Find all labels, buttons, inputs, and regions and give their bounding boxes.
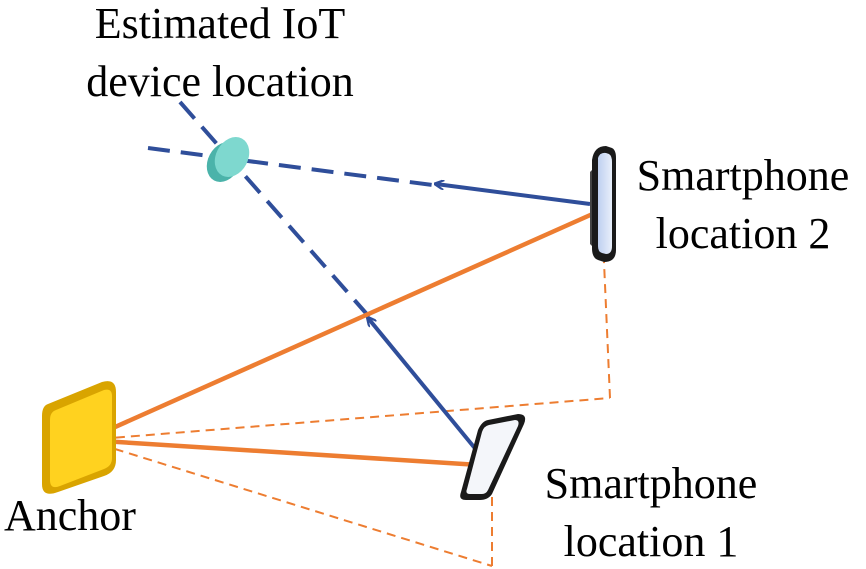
- arrow-phone2-to-iot: [436, 184, 591, 206]
- estimated-iot-label-line2: device location: [86, 57, 354, 106]
- smartphone-1-label-line2: location 1: [563, 517, 739, 566]
- anchor-label: Anchor: [4, 491, 136, 540]
- dashed-guide-phone2-vertical: [603, 261, 611, 399]
- arrow-phone1-to-iot: [368, 318, 480, 454]
- arrow-anchor-to-phone1: [85, 437, 495, 466]
- smartphone-2-label-line1: Smartphone: [636, 151, 850, 200]
- smartphone-2-icon: [590, 146, 616, 262]
- dashed-bearing-line-phone2: [147, 146, 441, 188]
- dashed-guide-anchor-to-phone2-base: [85, 397, 611, 441]
- anchor-icon: [42, 381, 116, 494]
- smartphone-1-label-line1: Smartphone: [544, 459, 758, 508]
- smartphone-1-icon: [460, 414, 526, 500]
- smartphone-2-label-line2: location 2: [655, 209, 831, 258]
- dashed-bearing-line-phone1: [178, 100, 374, 322]
- estimated-iot-label-line1: Estimated IoT: [94, 0, 346, 48]
- iot-device-icon: [206, 136, 250, 183]
- dashed-guide-anchor-to-phone1-base: [85, 439, 493, 567]
- arrow-anchor-to-phone2: [85, 208, 606, 443]
